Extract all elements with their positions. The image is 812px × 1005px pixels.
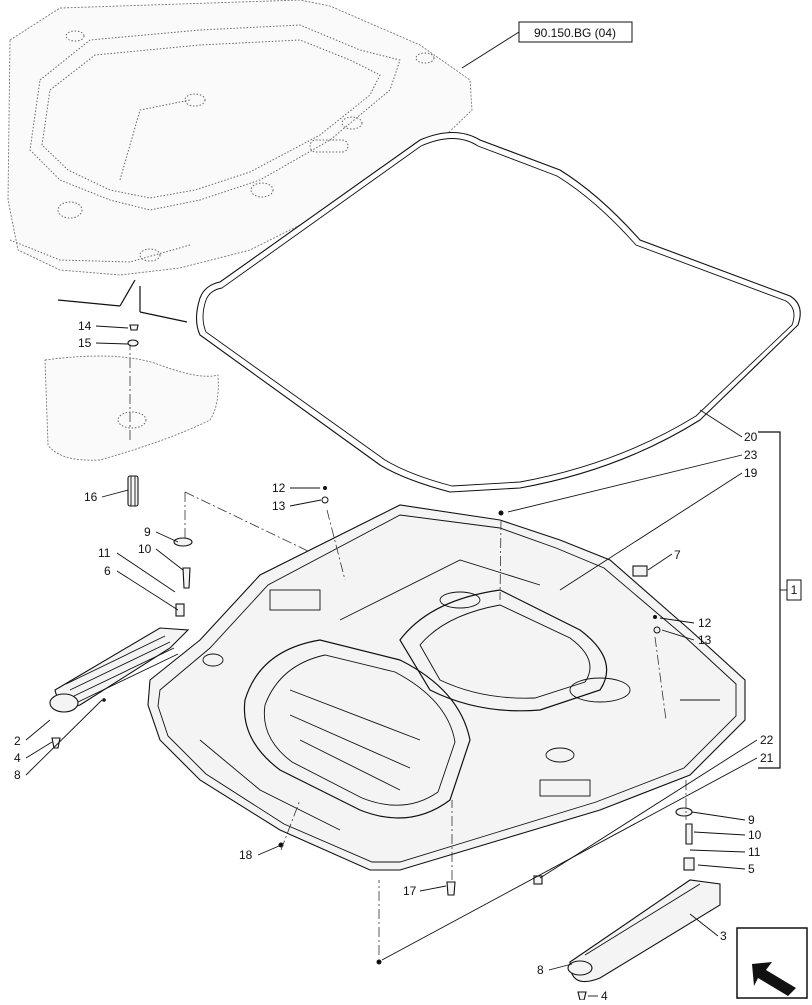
callout-8-right: 8 [537,963,544,977]
left-trim-cover [44,324,219,507]
pad-9-right [675,807,693,817]
callout-4-right: 4 [601,989,608,1000]
callout-6: 6 [104,564,111,578]
callout-20: 20 [744,430,758,444]
reference-box[interactable]: 90.150.BG (04) [518,21,633,43]
fastener-23 [498,510,504,516]
callout-5: 5 [748,862,755,876]
headliner-panel [195,132,801,493]
vent-cap [49,693,79,713]
fastener-12-right [653,615,657,619]
clip-5 [683,857,695,871]
pin-10-left [182,567,191,589]
callout-3: 3 [720,929,727,943]
screw-4-right [577,991,587,1001]
callout-13-top: 13 [272,499,286,513]
screw-4-left [51,737,61,749]
stud-16 [127,475,139,507]
callout-11-left: 11 [98,546,111,560]
vent-cap-right [567,960,593,976]
pin-10-right [685,823,693,845]
callouts: 2 4 8 6 11 10 9 16 14 15 12 13 20 23 19 … [14,319,774,1003]
callout-9-right: 9 [748,813,755,827]
group-label[interactable]: 1 [791,583,798,597]
washer-13-top [321,496,329,504]
callout-12-right: 12 [698,616,712,630]
callout-14: 14 [78,319,92,333]
callout-10-left: 10 [138,542,152,556]
callout-12-top: 12 [272,481,286,495]
callout-18: 18 [239,848,253,862]
callout-22: 22 [760,733,774,747]
fastener-8-bottom [376,959,382,965]
callout-15: 15 [78,336,92,350]
washer-13-right [653,626,661,634]
clip-7 [632,565,648,577]
reference-label[interactable]: 90.150.BG (04) [534,26,616,40]
callout-17: 17 [403,884,417,898]
leader-lines [25,325,787,997]
callout-11-right: 11 [748,845,761,859]
callout-9-left: 9 [144,525,151,539]
callout-23: 23 [744,448,758,462]
callout-7: 7 [674,548,681,562]
callout-2-left: 2 [14,734,21,748]
arrow-left-icon[interactable] [736,927,808,999]
fastener-12-top [323,486,327,490]
callout-16: 16 [84,490,98,504]
roof-shell [147,504,746,871]
pad-9-left [173,537,193,547]
callout-10-right: 10 [748,828,762,842]
screw-17 [446,881,456,896]
washer-15 [127,339,139,347]
right-vent-duct [567,807,721,983]
bolt-14 [129,324,139,331]
callout-21: 21 [760,751,774,765]
left-vent-duct [49,537,193,713]
clip-6 [175,603,185,617]
callout-4-left: 4 [14,751,21,765]
callout-13-right: 13 [698,633,712,647]
fastener-8-left [102,698,106,702]
callout-8-left: 8 [14,768,21,782]
callout-19: 19 [744,466,758,480]
headliner-ghost [7,0,473,276]
